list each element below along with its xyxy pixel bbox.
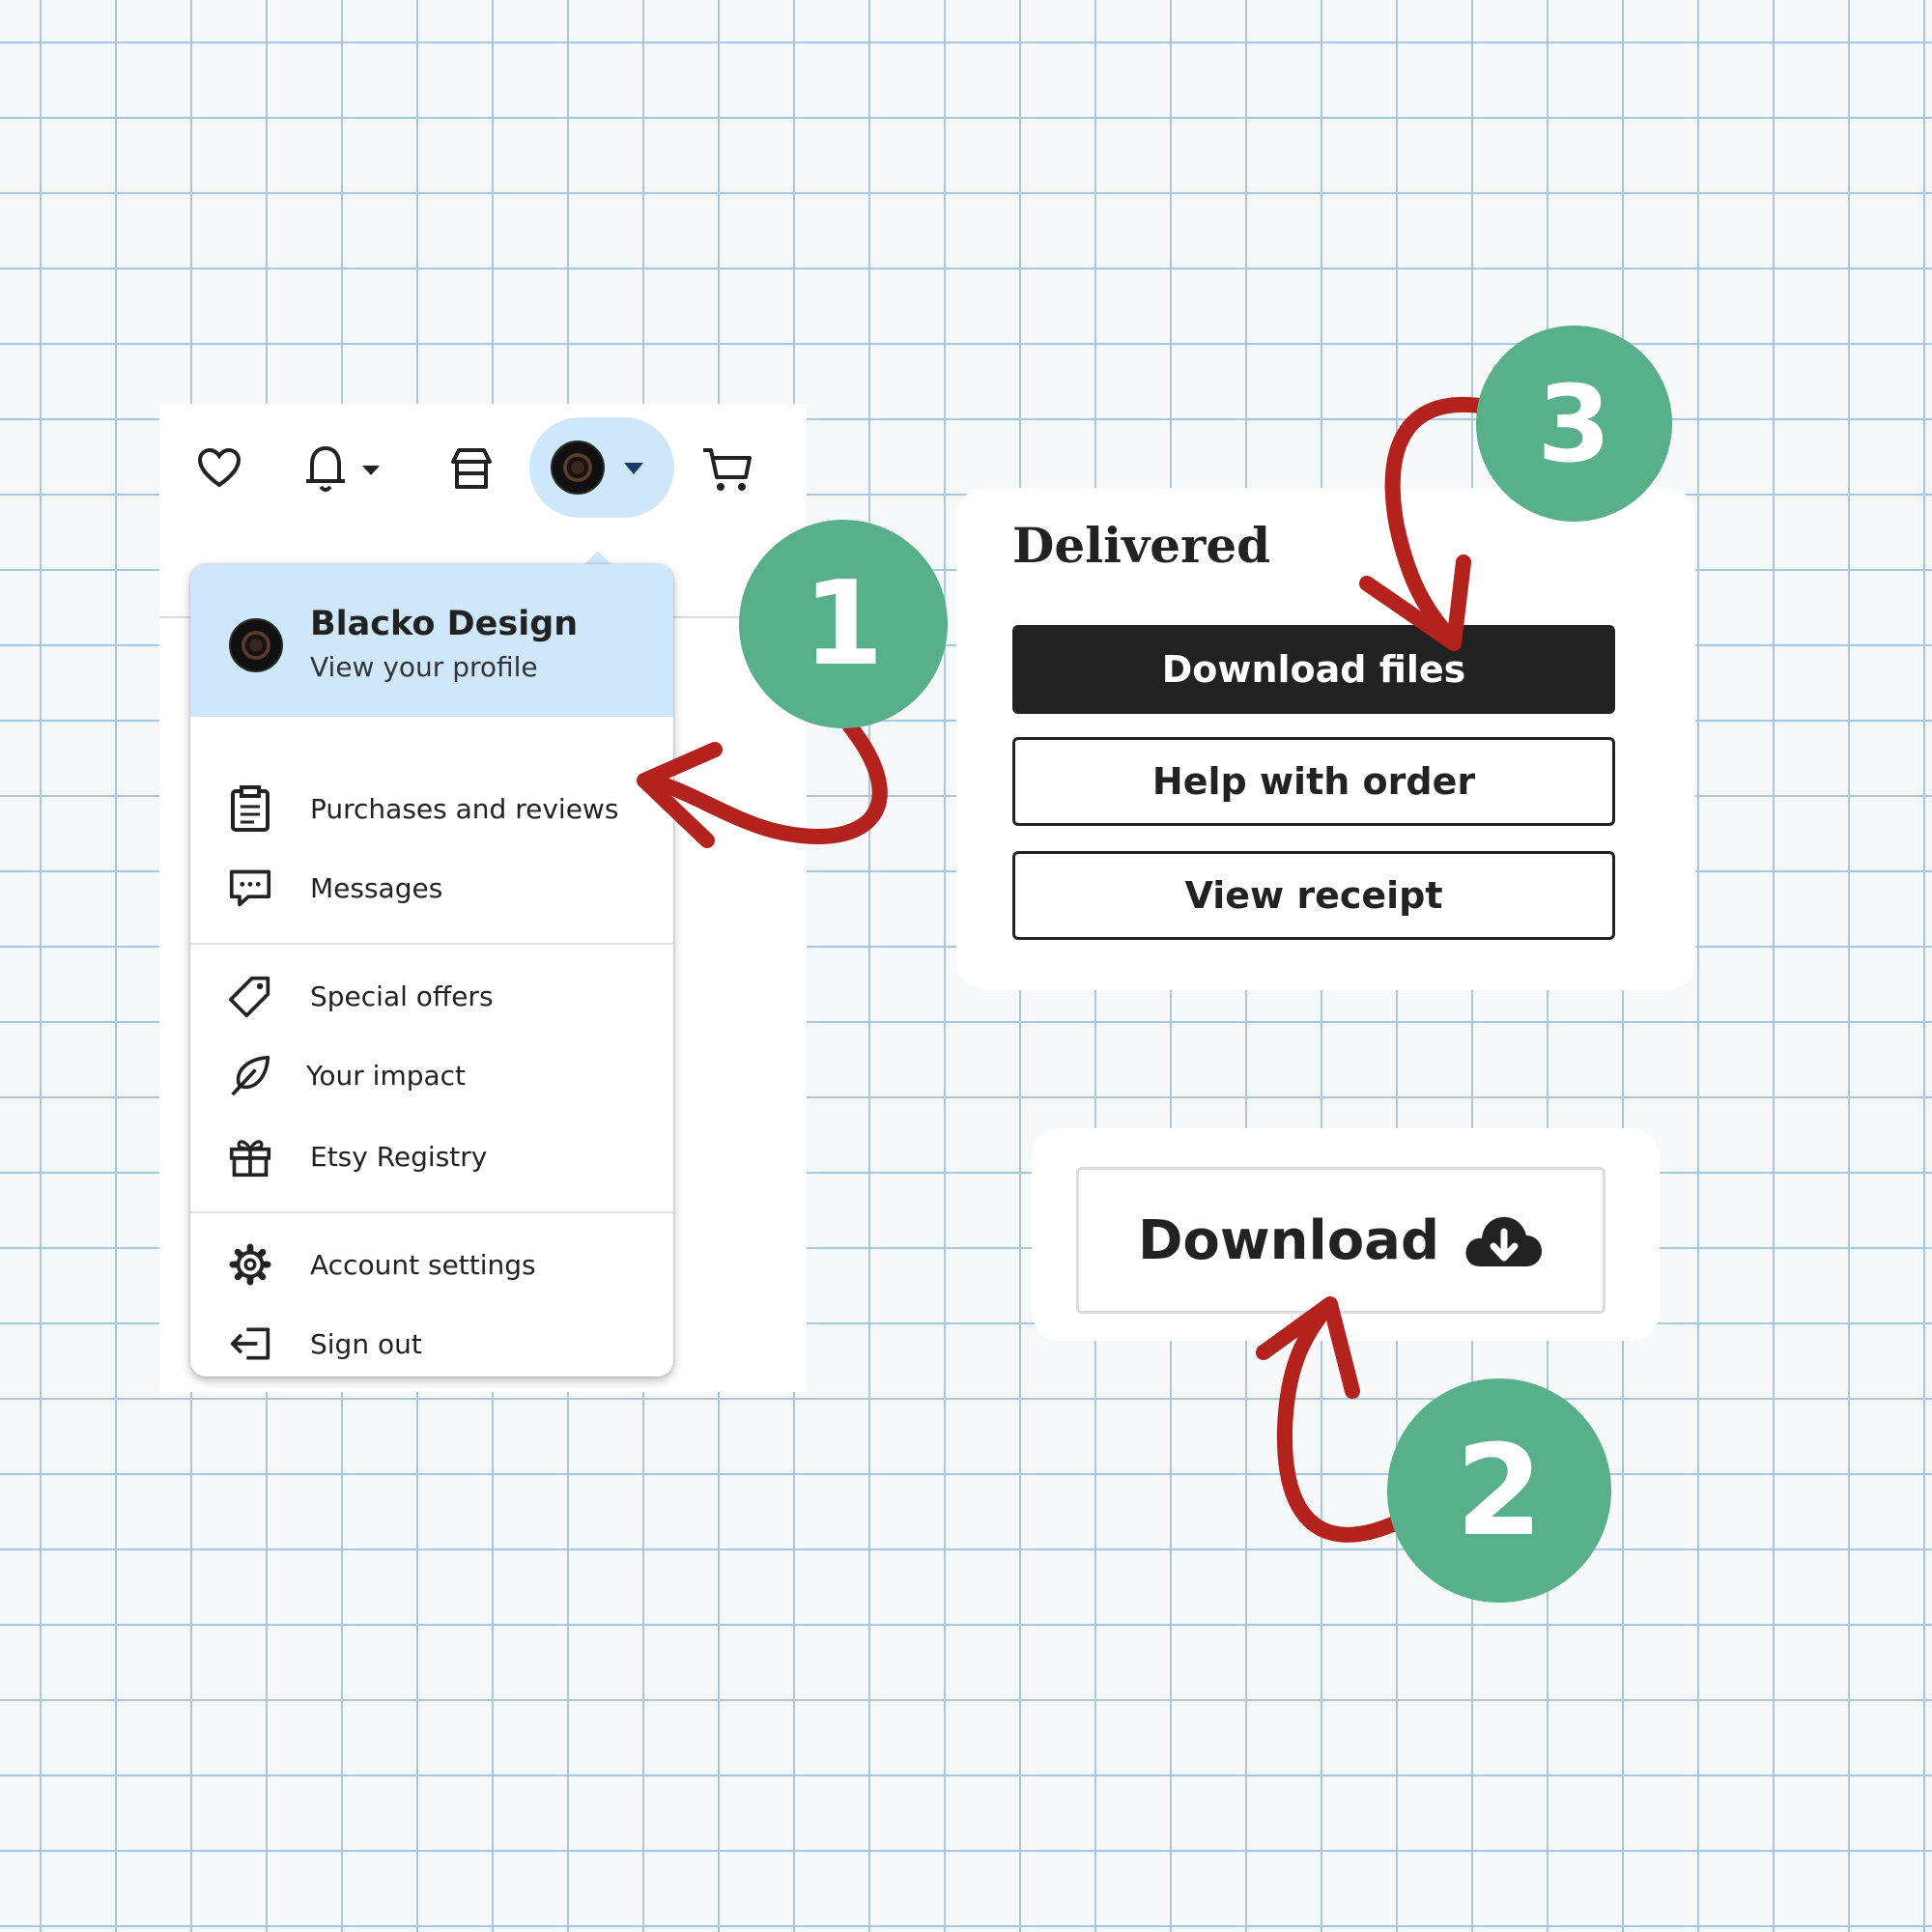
menu-divider bbox=[190, 943, 673, 945]
view-receipt-button[interactable]: View receipt bbox=[1012, 851, 1615, 940]
menu-item-etsy-registry[interactable]: Etsy Registry bbox=[190, 1122, 673, 1190]
menu-item-label: Special offers bbox=[310, 980, 494, 1012]
menu-item-label: Account settings bbox=[310, 1248, 536, 1281]
sign-out-icon bbox=[229, 1322, 271, 1365]
menu-item-label: Etsy Registry bbox=[310, 1140, 488, 1173]
account-dropdown: Blacko Design View your profile Purchase… bbox=[190, 564, 673, 1377]
menu-item-special-offers[interactable]: Special offers bbox=[190, 962, 673, 1030]
menu-item-purchases[interactable]: Purchases and reviews bbox=[190, 775, 673, 842]
profile-header[interactable]: Blacko Design View your profile bbox=[190, 564, 673, 717]
account-button[interactable] bbox=[529, 417, 674, 518]
menu-divider bbox=[190, 1211, 673, 1213]
download-button[interactable]: Download bbox=[1076, 1167, 1605, 1314]
profile-avatar bbox=[229, 618, 283, 672]
view-profile-link[interactable]: View your profile bbox=[310, 651, 538, 683]
menu-item-your-impact[interactable]: Your impact bbox=[190, 1041, 673, 1109]
profile-name: Blacko Design bbox=[310, 605, 579, 643]
menu-item-account-settings[interactable]: Account settings bbox=[190, 1231, 673, 1298]
leaf-icon bbox=[229, 1054, 271, 1096]
order-status: Delivered bbox=[1012, 517, 1271, 574]
gift-icon bbox=[229, 1135, 271, 1178]
clipboard-icon bbox=[229, 785, 271, 832]
account-menu-screenshot: Blacko Design View your profile Purchase… bbox=[159, 404, 807, 1392]
dropdown-caret bbox=[582, 551, 613, 566]
step-badge-2: 2 bbox=[1387, 1378, 1611, 1603]
menu-item-label: Purchases and reviews bbox=[310, 792, 619, 825]
bell-icon bbox=[306, 445, 380, 492]
step-badge-3: 3 bbox=[1476, 326, 1672, 522]
avatar bbox=[551, 440, 605, 495]
shop-icon[interactable] bbox=[445, 442, 497, 495]
help-with-order-button[interactable]: Help with order bbox=[1012, 737, 1615, 826]
menu-item-sign-out[interactable]: Sign out bbox=[190, 1310, 673, 1378]
gear-icon bbox=[229, 1243, 271, 1286]
menu-item-label: Your impact bbox=[306, 1059, 467, 1092]
heart-icon[interactable] bbox=[194, 442, 244, 493]
menu-item-label: Sign out bbox=[310, 1327, 422, 1360]
chevron-down-icon bbox=[624, 463, 643, 474]
tag-icon bbox=[229, 975, 271, 1017]
download-files-button[interactable]: Download files bbox=[1012, 625, 1615, 714]
menu-item-label: Messages bbox=[310, 871, 443, 904]
menu-item-messages[interactable]: Messages bbox=[190, 854, 673, 922]
step-badge-1: 1 bbox=[739, 520, 948, 728]
order-card: Delivered Download files Help with order… bbox=[956, 488, 1695, 990]
cart-icon[interactable] bbox=[700, 442, 754, 497]
message-icon bbox=[229, 867, 271, 909]
cloud-download-icon bbox=[1465, 1216, 1543, 1266]
download-label: Download bbox=[1137, 1208, 1440, 1272]
notifications-button[interactable] bbox=[302, 442, 395, 497]
download-card: Download bbox=[1032, 1128, 1660, 1341]
